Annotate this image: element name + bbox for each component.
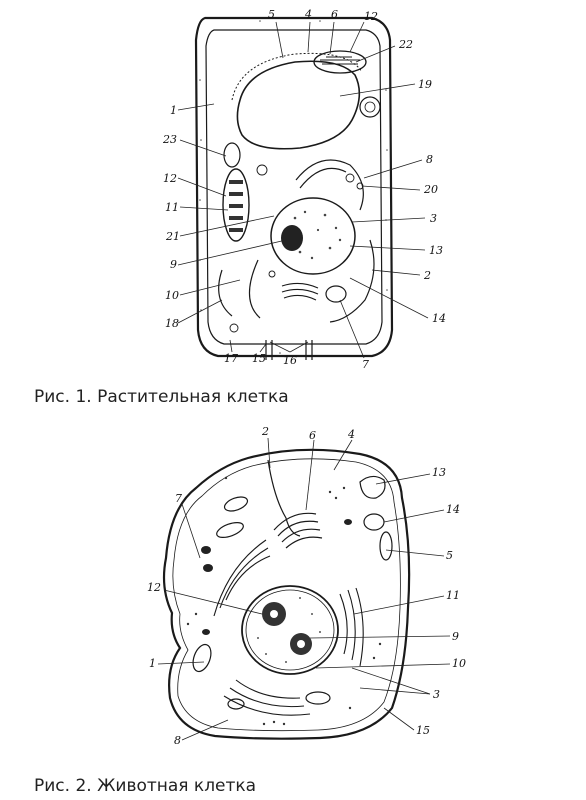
label-plant-6: 6 <box>331 8 338 21</box>
chloroplast-top <box>313 50 367 74</box>
label-plant-10: 10 <box>165 289 179 302</box>
label-animal-7: 7 <box>175 492 182 505</box>
label-plant-1: 1 <box>170 104 177 117</box>
label-plant-17: 17 <box>224 352 238 365</box>
animal-rough-er <box>213 539 364 716</box>
label-animal-11: 11 <box>446 589 460 602</box>
animal-nucleus <box>241 585 339 675</box>
label-animal-10: 10 <box>452 657 466 670</box>
animal-plasma-membrane <box>162 448 411 740</box>
label-plant-9: 9 <box>170 258 177 271</box>
label-animal-4: 4 <box>347 428 355 441</box>
chloroplast-right <box>359 96 381 118</box>
animal-golgi <box>273 512 323 549</box>
label-animal-2: 2 <box>261 425 269 438</box>
label-plant-2: 2 <box>423 269 431 282</box>
golgi-apparatus <box>281 282 319 301</box>
label-plant-20: 20 <box>423 183 438 196</box>
leader-lines <box>177 21 429 359</box>
mitochondrion-23 <box>223 142 241 168</box>
label-plant-4: 4 <box>304 8 312 21</box>
label-plant-12a: 12 <box>364 10 378 23</box>
label-plant-22: 22 <box>398 38 413 51</box>
label-plant-11: 11 <box>165 201 179 214</box>
label-plant-21: 21 <box>165 230 180 243</box>
label-plant-18: 18 <box>165 317 179 330</box>
label-plant-3: 3 <box>430 212 437 225</box>
pinocytic-vesicle <box>359 475 386 499</box>
nucleolus <box>281 225 303 251</box>
membrane-invagination <box>267 459 301 537</box>
label-animal-6: 6 <box>309 429 316 442</box>
plant-cell-caption: Рис. 1. Растительная клетка <box>34 387 289 407</box>
label-animal-5: 5 <box>446 549 453 562</box>
animal-cell-diagram: 2 6 4 13 7 14 5 12 11 9 1 10 3 8 15 <box>147 425 466 747</box>
label-animal-1: 1 <box>149 657 156 670</box>
plant-cell-figure: 5 4 6 12 22 19 1 23 8 12 20 11 3 21 13 9… <box>0 0 586 375</box>
label-animal-3: 3 <box>433 688 440 701</box>
animal-leader-lines <box>157 437 451 741</box>
animal-nuclear-envelope <box>245 589 335 671</box>
cell-wall <box>194 16 394 358</box>
tonoplast-rough-er <box>231 52 363 101</box>
label-plant-19: 19 <box>418 78 432 91</box>
label-plant-12b: 12 <box>163 172 177 185</box>
plant-cell-diagram: 5 4 6 12 22 19 1 23 8 12 20 11 3 21 13 9… <box>162 8 446 371</box>
label-plant-16: 16 <box>283 354 297 367</box>
label-animal-15: 15 <box>416 724 430 737</box>
endoplasmic-reticulum <box>218 159 375 323</box>
animal-inner-membrane <box>172 458 401 732</box>
animal-mitochondria <box>192 496 393 710</box>
label-plant-7: 7 <box>362 358 369 371</box>
animal-chromatin <box>257 597 321 663</box>
nucleus <box>270 197 356 275</box>
cell-wall-texture <box>199 20 388 354</box>
animal-nucleoli <box>262 602 312 655</box>
animal-cell-caption: Рис. 2. Животная клетка <box>34 776 257 796</box>
animal-cell-figure: 2 6 4 13 7 14 5 12 11 9 1 10 3 8 15 <box>0 418 586 758</box>
free-ribosomes <box>186 476 382 726</box>
label-animal-9: 9 <box>452 630 459 643</box>
central-vacuole <box>236 60 361 150</box>
label-plant-14: 14 <box>432 312 446 325</box>
label-plant-23: 23 <box>162 133 177 146</box>
grana <box>229 180 243 232</box>
label-plant-5: 5 <box>268 8 275 21</box>
label-plant-13: 13 <box>429 244 443 257</box>
label-plant-8: 8 <box>426 153 433 166</box>
label-animal-13: 13 <box>432 466 446 479</box>
lysosomes <box>201 519 352 635</box>
plasma-membrane <box>205 29 383 345</box>
label-plant-15: 15 <box>252 352 266 365</box>
chloroplast-left <box>222 168 250 242</box>
chromatin <box>293 210 342 260</box>
label-animal-8: 8 <box>174 734 181 747</box>
mitochondrion-bottom <box>325 285 347 303</box>
label-animal-12: 12 <box>147 581 161 594</box>
label-animal-14: 14 <box>446 503 460 516</box>
animal-vacuole <box>363 513 385 531</box>
